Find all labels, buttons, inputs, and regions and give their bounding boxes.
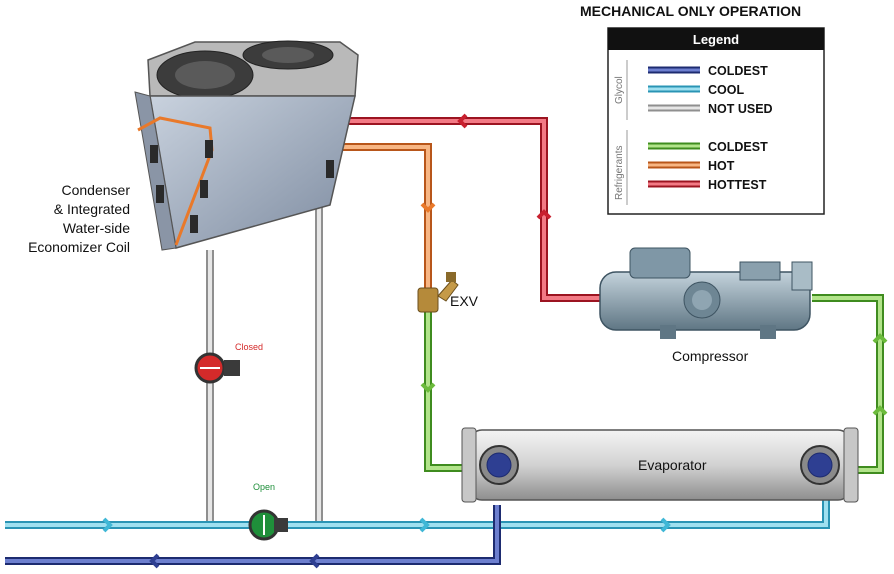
closed-valve-label: Closed <box>235 342 263 352</box>
flow-arrows <box>102 113 888 569</box>
legend-glycol-cool: COOL <box>708 83 744 97</box>
pipe-glycol-coldest <box>5 505 501 565</box>
legend-refrigerant-group: Refrigerants <box>614 146 625 200</box>
compressor <box>599 247 813 339</box>
condenser-label-line-3: Water-side <box>63 220 130 236</box>
condenser-label-line-4: Economizer Coil <box>28 239 130 255</box>
legend-glycol-not-used: NOT USED <box>708 102 773 116</box>
condenser-label-line-2: & Integrated <box>54 201 130 217</box>
evaporator-label: Evaporator <box>638 457 707 473</box>
diagram-title: MECHANICAL ONLY OPERATION <box>580 3 801 19</box>
closed-valve <box>194 352 240 384</box>
pipe-ref-hot <box>340 143 432 300</box>
legend-glycol-group: Glycol <box>614 76 625 104</box>
legend-heading: Legend <box>693 32 739 47</box>
evaporator <box>461 427 859 503</box>
legend-ref-hot: HOT <box>708 159 735 173</box>
condenser-label: Condenser & Integrated Water-side Econom… <box>28 182 130 255</box>
compressor-label: Compressor <box>672 348 749 364</box>
condenser-label-line-1: Condenser <box>62 182 131 198</box>
legend-glycol-coldest: COLDEST <box>708 64 768 78</box>
legend-ref-coldest: COLDEST <box>708 140 768 154</box>
pipe-not-used <box>206 195 323 522</box>
legend: Legend Glycol Refrigerants COLDEST COOL … <box>607 27 825 215</box>
condenser-unit <box>134 40 359 251</box>
exv-valve <box>417 272 459 313</box>
exv-label: EXV <box>450 293 479 309</box>
pipe-ref-coldest <box>424 294 884 474</box>
open-valve <box>248 509 288 541</box>
legend-ref-hottest: HOTTEST <box>708 178 767 192</box>
open-valve-label: Open <box>253 482 275 492</box>
